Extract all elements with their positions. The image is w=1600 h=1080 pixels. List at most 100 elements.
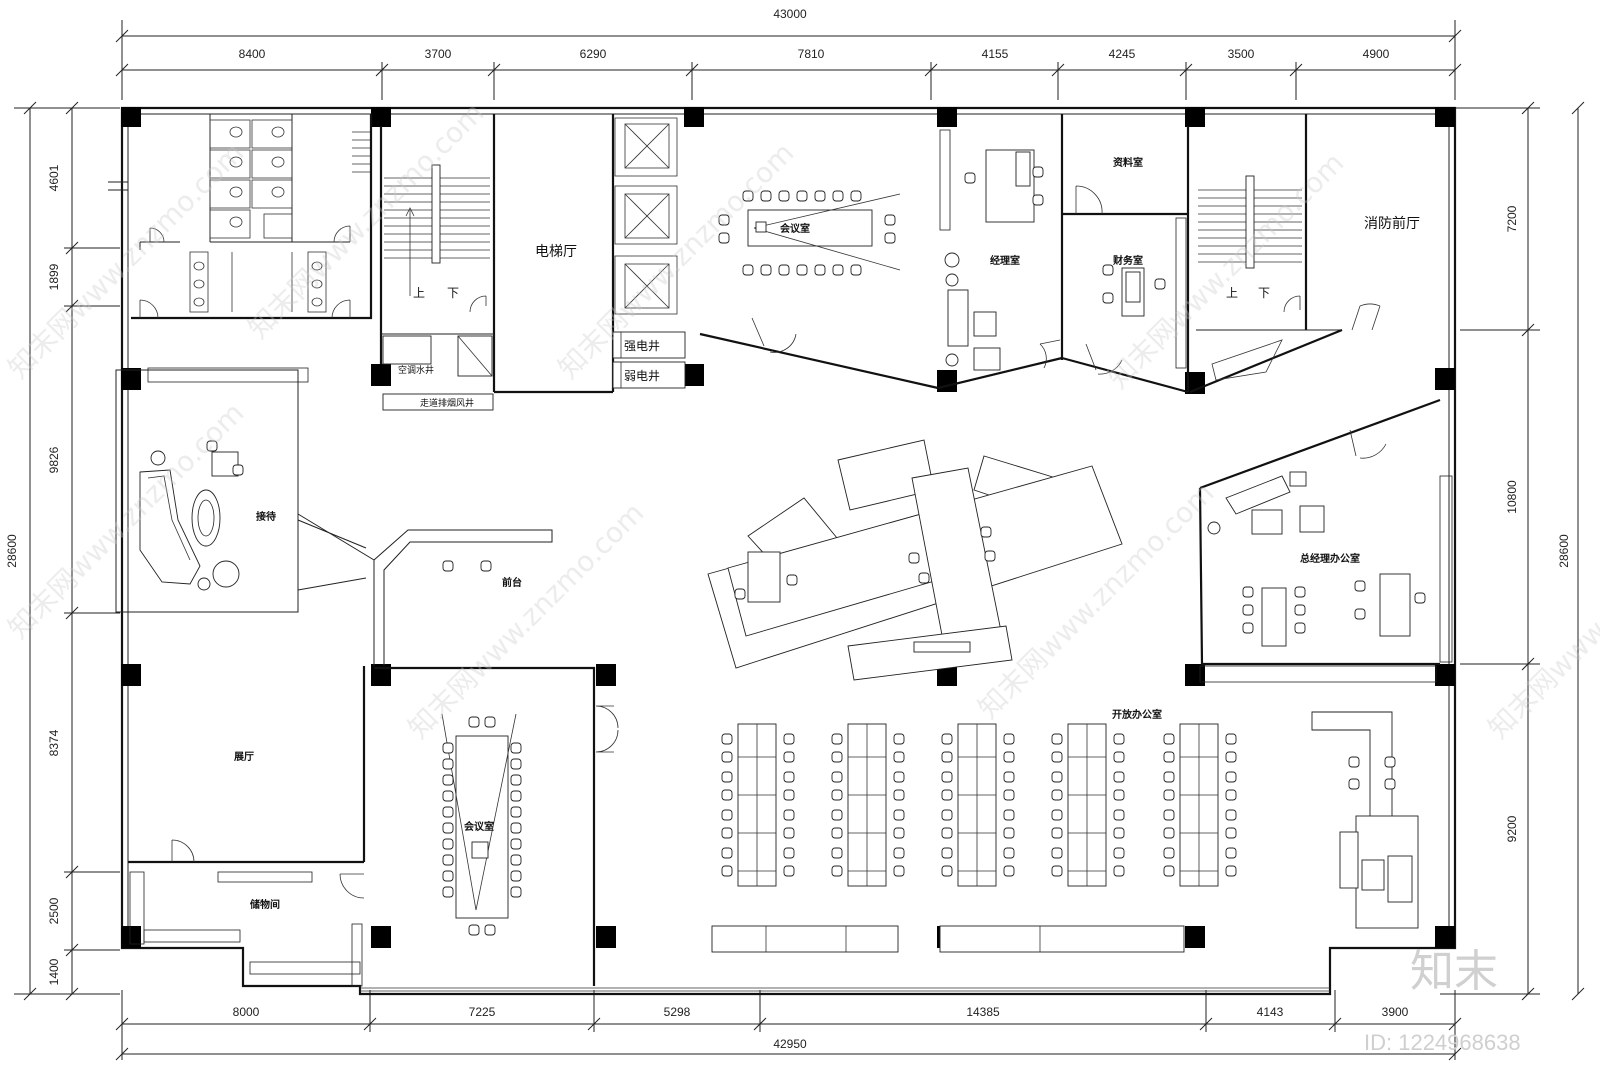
restroom-block [108,114,373,320]
office-chair [893,789,905,801]
office-chair [783,847,795,859]
finance-room-label: 财务室 [1112,254,1143,267]
office-chair [1051,865,1063,877]
office-chair [1051,789,1063,801]
open-office-island [707,439,1123,681]
dim-left-5: 2500 [47,897,61,924]
office-chair [783,733,795,745]
dim-right-total: 28600 [1557,534,1571,568]
office-chair [721,751,733,763]
watermark-id: ID: 1224968638 [1364,1030,1521,1055]
storage-room-label: 储物间 [249,898,280,911]
office-chair [941,733,953,745]
office-chair [1163,827,1175,839]
watermark-text-2: 知末网www.znzmo.com [242,96,491,345]
watermark-text-6: 知末网www.znzmo.com [402,496,651,745]
stair-left: 上 下 空调水井 走道排烟风井 [379,114,496,411]
office-chair [1051,771,1063,783]
manager-office-label: 经理室 [990,254,1020,267]
dim-top-7: 3500 [1228,47,1255,61]
office-chair [941,771,953,783]
office-chair [941,751,953,763]
office-chair [1163,733,1175,745]
office-chair [1051,809,1063,821]
office-chair [831,809,843,821]
workstation-cluster [1163,723,1237,887]
reception-label: 接待 [256,510,276,523]
meeting-room-main: 会议室 [374,666,619,986]
office-chair [1225,865,1237,877]
elevator-hall: 电梯厅 强电井 弱电井 [494,114,686,394]
meeting-room-main-label: 会议室 [464,820,494,833]
office-chair [1113,827,1125,839]
office-chair [1003,827,1015,839]
dim-bottom-3: 5298 [664,1005,691,1019]
office-chair [1003,809,1015,821]
right-desk-area [1311,711,1419,929]
dim-top-4: 7810 [798,47,825,61]
elevator-hall-label: 电梯厅 [535,244,577,260]
office-chair [721,733,733,745]
fire-lobby-label: 消防前厅 [1364,215,1420,232]
office-chair [1113,809,1125,821]
dim-bottom-4: 14385 [966,1005,1000,1019]
office-chair [1225,733,1237,745]
office-chair [1113,771,1125,783]
office-chair [941,827,953,839]
office-chair [783,771,795,783]
office-chair [1003,751,1015,763]
office-chair [893,751,905,763]
meeting-room-top-label: 会议室 [780,222,810,235]
office-chair [1225,751,1237,763]
dim-right-1: 7200 [1505,205,1519,232]
stair-right: 消防前厅 上 下 [1189,114,1420,394]
office-chair [893,733,905,745]
storage-room: 储物间 [129,871,365,987]
archive-room-label: 资料室 [1113,156,1143,169]
dim-left-total: 28600 [5,534,19,568]
strong-shaft-label: 强电井 [624,339,660,353]
gm-office-label: 总经理办公室 [1300,552,1360,565]
stair-left-up-label: 上 [413,286,425,300]
workstation-cluster [721,723,795,887]
dim-left-2: 1899 [47,263,61,290]
office-chair [1163,865,1175,877]
front-desk-label: 前台 [502,576,522,589]
workstation-cluster [941,723,1015,887]
office-chair [1163,809,1175,821]
office-chair [721,865,733,877]
office-chair [831,771,843,783]
office-chair [783,865,795,877]
office-chair [1113,789,1125,801]
dim-right-2: 10800 [1505,480,1519,514]
dim-top-6: 4245 [1109,47,1136,61]
office-chair [721,847,733,859]
office-chair [783,789,795,801]
dimension-labels: 43000 8400 3700 6290 7810 4155 4245 3500… [5,7,1571,1051]
office-chair [1163,847,1175,859]
dim-top-total: 43000 [773,7,807,21]
exhibition-hall: 展厅 [128,666,366,864]
exhibition-hall-label: 展厅 [234,751,254,763]
manager-office: 经理室 [937,114,1064,390]
dim-top-8: 4900 [1363,47,1390,61]
stair-right-up-label: 上 [1226,286,1238,300]
office-chair [1225,771,1237,783]
dim-left-3: 9826 [47,446,61,473]
office-chair [721,809,733,821]
office-chair [1113,847,1125,859]
dimension-lines [14,20,1585,1061]
ac-water-shaft-label: 空调水井 [398,364,434,376]
office-chair [831,789,843,801]
dim-left-4: 8374 [47,729,61,756]
office-chair [831,847,843,859]
office-chair [1225,827,1237,839]
dim-bottom-1: 8000 [233,1005,260,1019]
dim-bottom-total: 42950 [773,1037,807,1051]
office-chair [1051,733,1063,745]
office-chair [893,865,905,877]
office-chair [1225,847,1237,859]
dim-bottom-5: 4143 [1257,1005,1284,1019]
office-chair [941,847,953,859]
